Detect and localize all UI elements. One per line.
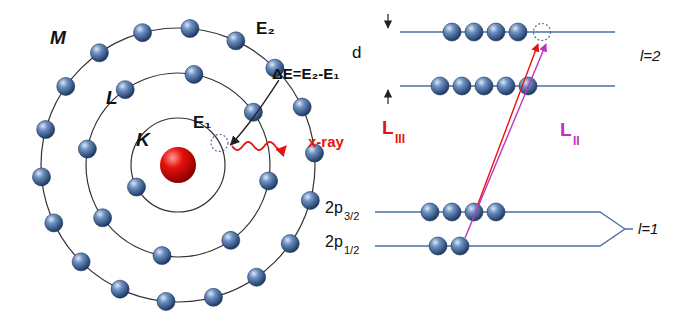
transition-arrow [465,44,546,238]
electron [487,203,505,221]
electron [497,77,515,95]
electron [128,178,146,196]
transition-arrow [478,44,538,204]
electron [487,23,505,41]
electron [443,203,461,221]
electron [443,23,461,41]
electron [204,288,222,306]
electron [465,23,483,41]
electron [181,20,199,38]
electron [301,191,319,209]
vacancy [211,134,228,151]
line-name: L [382,118,394,137]
atom-model [33,20,324,311]
electron [45,214,63,232]
electron [453,77,471,95]
energy-label: E₁ [193,114,211,131]
vacancy [534,24,551,41]
electron [222,231,240,249]
electron [260,172,278,190]
electron [451,237,469,255]
level-line [400,31,615,32]
line-subscript: III [395,133,405,145]
electron [72,253,90,271]
electron [475,77,493,95]
nucleus [160,147,196,183]
electron [421,203,439,221]
electron [227,32,245,50]
energy-label: ΔE=E₂-E₁ [272,66,339,81]
shell-name: K [136,130,150,149]
transition-arrow [230,80,278,145]
quantum-number: l=1 [638,221,658,236]
electron [33,168,51,186]
orbital-label: 2p [325,200,343,216]
shell-name: L [106,88,118,107]
electron [78,140,96,158]
orbital-label: 2p [325,234,343,250]
line-name: L [560,120,572,139]
electron [185,65,203,83]
x-ray-wave [232,142,286,150]
electron [90,44,108,62]
orbital-label: d [352,44,361,61]
electron [57,77,75,95]
electron [281,235,299,253]
orbit [131,118,225,212]
electron [509,23,527,41]
electron [431,77,449,95]
electron [293,98,311,116]
radiation-label: x-ray [308,134,344,149]
orbit [86,73,270,257]
orbital-subscript: 1/2 [344,245,359,256]
electron [116,81,134,99]
electron [157,292,175,310]
split-arrow [387,14,388,28]
electron [248,268,266,286]
electron [111,280,129,298]
electron [429,237,447,255]
line-subscript: II [573,135,580,147]
energy-levels [375,14,633,255]
electron [465,203,483,221]
level-bracket [560,212,633,246]
quantum-number: l=2 [640,48,660,63]
electron [94,209,112,227]
split-arrow [387,90,388,104]
shell-name: M [50,28,66,47]
orbital-subscript: 3/2 [344,211,359,222]
electron [134,24,152,42]
electron [153,247,171,265]
electron [37,121,55,139]
energy-label: E₂ [256,20,275,37]
